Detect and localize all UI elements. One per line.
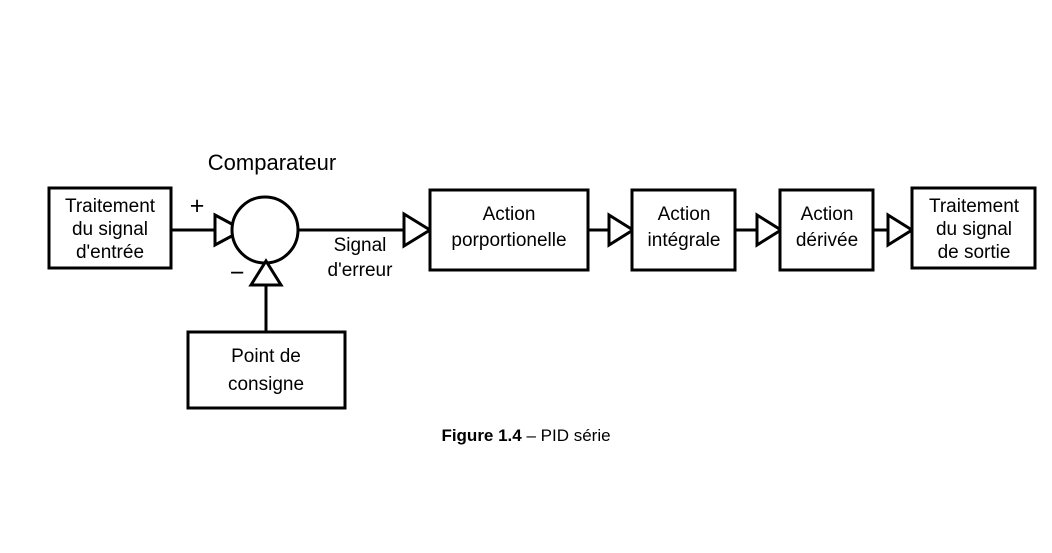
block-output-signal-processing-box[interactable] — [910, 186, 1037, 270]
minus-sign-label: − — [230, 259, 245, 287]
figure-caption-title: – PID série — [522, 426, 611, 445]
block-output-line-2: du signal — [936, 219, 1012, 240]
block-output-line-1: Traitement — [929, 196, 1020, 217]
block-derivative-line-2: dérivée — [796, 230, 858, 251]
block-action-proportional[interactable]: Action porportionelle — [428, 188, 590, 272]
block-setpoint-line-2: consigne — [228, 374, 304, 395]
block-input-line-1: Traitement — [65, 196, 156, 217]
arrowhead-input-to-comparator — [213, 212, 247, 248]
comparator-summing-junction[interactable] — [230, 195, 300, 265]
error-signal-label-line-2: d'erreur — [328, 260, 394, 281]
block-proportional-line-2: porportionelle — [451, 230, 566, 251]
block-output-line-3: de sortie — [938, 242, 1011, 263]
block-setpoint-line-1: Point de — [231, 346, 301, 367]
arrowhead-derivative-to-output — [886, 212, 915, 248]
block-action-derivative[interactable]: Action dérivée — [778, 188, 875, 272]
block-input-line-2: du signal — [72, 219, 148, 240]
arrowhead-comparator-to-proportional — [402, 211, 433, 249]
block-setpoint[interactable]: Point de consigne — [186, 330, 347, 410]
block-action-integral[interactable]: Action intégrale — [630, 188, 737, 272]
block-input-signal-processing[interactable]: Traitement du signal d'entrée — [47, 186, 173, 270]
block-input-line-3: d'entrée — [76, 242, 144, 263]
arrowhead-proportional-to-integral — [607, 212, 636, 248]
comparator-title: Comparateur — [208, 150, 336, 175]
block-setpoint-box[interactable] — [186, 330, 347, 410]
block-integral-line-1: Action — [658, 204, 711, 225]
figure-caption-number: Figure 1.4 — [441, 426, 522, 445]
block-action-derivative-box[interactable] — [778, 188, 875, 272]
error-signal-label-line-1: Signal — [334, 235, 387, 256]
figure-caption: Figure 1.4 – PID série — [441, 426, 610, 445]
block-output-signal-processing[interactable]: Traitement du signal de sortie — [910, 186, 1037, 270]
block-proportional-line-1: Action — [483, 204, 536, 225]
block-derivative-line-1: Action — [801, 204, 854, 225]
arrowhead-setpoint-to-comparator — [248, 258, 284, 287]
block-input-signal-processing-box[interactable] — [47, 186, 173, 270]
block-integral-line-2: intégrale — [648, 230, 721, 251]
arrowhead-integral-to-derivative — [755, 212, 784, 248]
plus-sign-label: + — [190, 192, 205, 220]
